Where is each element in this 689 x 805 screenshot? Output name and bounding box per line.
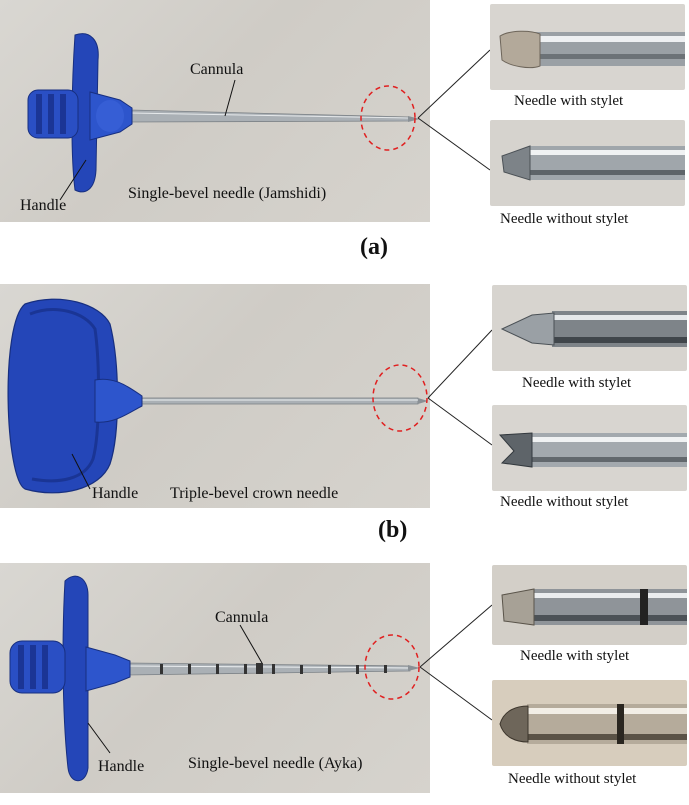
panel-c-thumb-top-caption: Needle with stylet [520, 648, 630, 664]
panel-b-thumb-bottom-caption: Needle without stylet [500, 494, 629, 510]
panel-a-thumb-top-caption: Needle with stylet [514, 93, 624, 109]
panel-a-photo: Cannula Handle Single-bevel needle (Jams… [0, 0, 430, 222]
crown-needle-illustration [7, 298, 428, 494]
panel-a-thumb-without-stylet [490, 120, 685, 206]
panel-b-thumb-top-caption: Needle with stylet [522, 375, 632, 391]
cannula-label: Cannula [190, 61, 244, 78]
jamshidi-needle-illustration [27, 33, 420, 201]
needle-name-label: Triple-bevel crown needle [170, 485, 339, 502]
handle-label: Handle [20, 197, 67, 214]
ayka-needle-illustration [9, 575, 420, 782]
panel-c-thumb-with-stylet [492, 565, 687, 645]
panel-a-thumb-with-stylet [490, 4, 685, 90]
needle-name-label: Single-bevel needle (Jamshidi) [128, 185, 327, 202]
handle-label: Handle [98, 758, 145, 775]
cannula-label: Cannula [215, 609, 269, 626]
panel-c-thumb-bottom-caption: Needle without stylet [508, 771, 637, 787]
panel-c-photo: Cannula Handle Single-bevel needle (Ayka… [0, 563, 430, 793]
panel-c-thumb-without-stylet [492, 680, 687, 766]
handle-label: Handle [92, 485, 139, 502]
panel-b-caption: (b) [378, 517, 408, 543]
panel-b-thumb-with-stylet [492, 285, 687, 371]
needle-name-label: Single-bevel needle (Ayka) [188, 755, 363, 772]
panel-b-thumb-without-stylet [492, 405, 687, 491]
panel-b-photo: Handle Triple-bevel crown needle [0, 284, 430, 508]
panel-a-thumb-bottom-caption: Needle without stylet [500, 211, 629, 227]
panel-a-caption: (a) [360, 234, 388, 260]
